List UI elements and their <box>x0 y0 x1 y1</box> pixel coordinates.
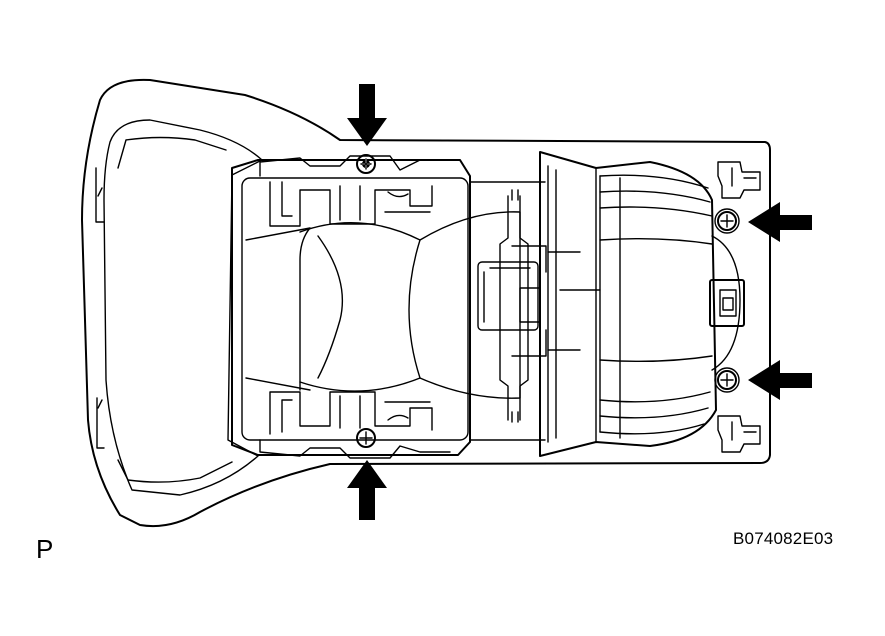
console-housing <box>231 155 521 459</box>
view-label: P <box>36 534 54 564</box>
screw-right-upper <box>714 208 740 234</box>
screw-bottom <box>356 428 376 448</box>
center-bracket <box>469 181 601 441</box>
trim-panel <box>81 78 771 528</box>
front-cover <box>539 151 745 457</box>
arrow-down-icon <box>347 84 387 146</box>
arrow-left-icon <box>748 360 812 400</box>
arrow-up-icon <box>347 460 387 520</box>
screw-right-lower <box>714 367 740 393</box>
figure-code: B074082E03 <box>733 529 834 548</box>
arrow-left-icon <box>748 202 812 242</box>
screw-top <box>356 154 376 174</box>
corner-clips <box>717 161 761 453</box>
